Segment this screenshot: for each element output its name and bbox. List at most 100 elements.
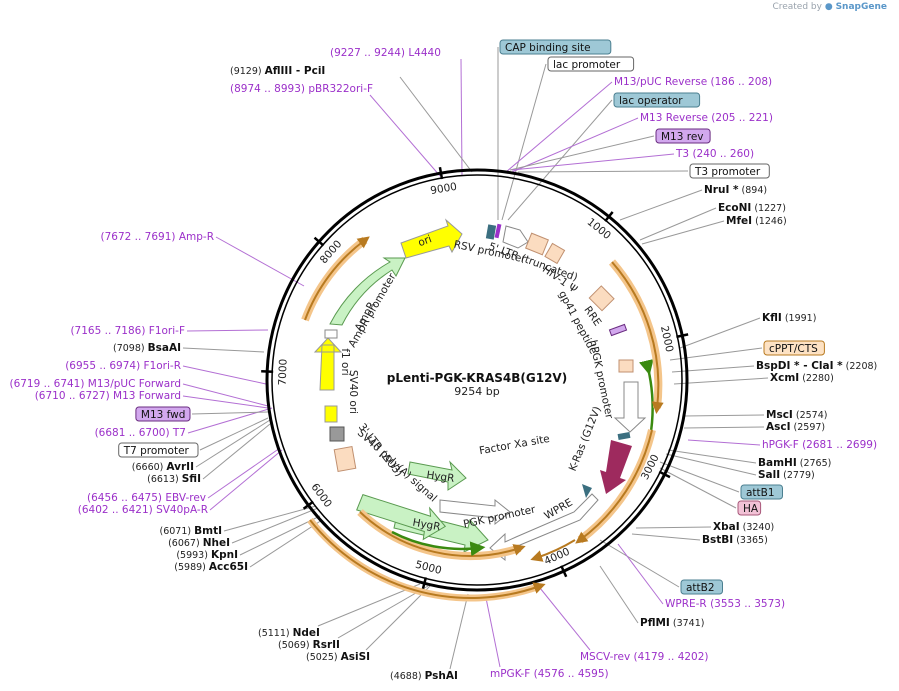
feature-attb1-icon	[617, 432, 631, 440]
primer-label: (7672 .. 7691) Amp-R	[101, 231, 215, 243]
leader-line	[511, 153, 675, 171]
feature-box-label: T3 promoter	[694, 166, 761, 178]
feature-pgk-promoter-icon	[439, 498, 511, 526]
leader-line	[337, 585, 429, 639]
feature-sv40ori-icon	[324, 405, 338, 423]
feature-box-label: lac promoter	[553, 59, 621, 71]
leader-line	[239, 515, 321, 556]
leader-line	[182, 365, 267, 385]
ring-tick-mark	[560, 565, 568, 578]
feature-ori-icon	[400, 218, 463, 259]
leader-line	[641, 220, 725, 245]
feature-m13rev-icon	[494, 223, 502, 239]
leader-line	[485, 597, 501, 668]
ring-tick-mark	[313, 236, 325, 247]
site-label: (6071) BmtI	[160, 525, 222, 537]
leader-line	[207, 447, 281, 499]
leader-line	[671, 365, 755, 373]
feature-box-label: cPPT/CTS	[769, 343, 818, 355]
leader-line	[215, 236, 305, 287]
leader-line	[505, 81, 613, 173]
ring-tick-mark	[676, 333, 689, 339]
credit-brand: SnapGene	[835, 2, 887, 12]
feature-box	[655, 128, 711, 144]
feature-box	[135, 406, 191, 422]
feature-box	[547, 56, 635, 72]
leader-line	[317, 583, 421, 627]
leader-line	[673, 377, 769, 385]
feature-box	[118, 442, 199, 458]
annotation-labels: (9227 .. 9244) L4440 (9129) AflIII - PciI…	[9, 39, 877, 682]
feature-label: HygR	[412, 517, 442, 534]
leader-line	[191, 411, 269, 415]
ring-tick-mark	[302, 500, 314, 510]
primer-label: (6710 .. 6727) M13 Forward	[35, 390, 181, 402]
primer-label: T3 (240 .. 260)	[675, 148, 754, 160]
feature-hiv-psi-icon	[544, 242, 566, 265]
leader-line	[599, 565, 639, 624]
site-label: (5025) AsiSI	[306, 651, 370, 663]
plasmid-size: 9254 bp	[454, 385, 499, 398]
feature-wpre-icon	[489, 493, 599, 562]
site-label: EcoNI (1227)	[718, 202, 786, 214]
leader-line	[369, 94, 441, 177]
primer-label: (8974 .. 8993) pBR322ori-F	[230, 83, 373, 95]
site-label: (5111) NdeI	[258, 627, 320, 639]
feature-box	[689, 163, 770, 179]
leader-line	[209, 449, 283, 511]
feature-box-label: T7 promoter	[123, 445, 190, 457]
leader-line	[182, 395, 269, 409]
leader-line	[599, 539, 680, 588]
leader-line	[507, 99, 613, 221]
feature-box	[763, 340, 825, 356]
leader-line	[679, 317, 761, 349]
site-label: MfeI (1246)	[726, 215, 787, 227]
leader-line	[365, 585, 431, 651]
primer-label: (6456 .. 6475) EBV-rev	[87, 492, 206, 504]
feature-ampr-promoter-icon	[324, 329, 338, 339]
site-label: BamHI (2765)	[758, 457, 831, 469]
ring-tick-mark	[604, 211, 614, 223]
primer-label: mPGK-F (4576 .. 4595)	[490, 668, 609, 680]
leader-line	[460, 58, 463, 177]
feature-box-label: HA	[743, 503, 759, 515]
primer-label: (6402 .. 6421) SV40pA-R	[78, 504, 208, 516]
orf-bottom-line	[359, 511, 526, 557]
backbone-inner-ring	[271, 174, 683, 586]
site-label: MscI (2574)	[766, 409, 827, 421]
orf-left-line	[304, 236, 370, 321]
feature-label: K-Ras (G12V)	[567, 405, 604, 473]
site-label: (5993) KpnI	[176, 549, 238, 561]
leader-line	[501, 63, 547, 221]
leader-line	[249, 519, 323, 568]
leader-line	[683, 426, 765, 429]
feature-kras-icon	[600, 440, 632, 494]
site-label: (9129) AflIII - PciI	[230, 65, 325, 77]
feature-gp41-icon	[608, 323, 628, 337]
leader-line	[667, 449, 757, 464]
primer-label: (9227 .. 9244) L4440	[330, 47, 441, 59]
feature-hygr-small-icon	[407, 460, 467, 491]
feature-ltr3-icon	[333, 446, 357, 472]
feature-label: SV40 ori	[347, 370, 359, 414]
leader-line	[511, 117, 639, 173]
snapgene-logo-icon: ●	[824, 2, 833, 12]
leader-line	[199, 417, 269, 451]
ring-tick-label: 5000	[414, 559, 443, 577]
primer-label: hPGK-F (2681 .. 2699)	[762, 439, 877, 451]
feature-box-label: attB2	[686, 582, 715, 594]
ring-tick-label: 6000	[308, 481, 334, 510]
site-label: (7098) BsaAI	[113, 342, 181, 354]
feature-green-arrow-right	[638, 358, 654, 439]
primer-label: (7165 .. 7186) F1ori-F	[70, 325, 185, 337]
leader-line	[539, 587, 591, 651]
ring-tick-label: 2000	[658, 325, 675, 354]
leader-line	[659, 467, 737, 509]
site-label: SalI (2779)	[758, 469, 815, 481]
primer-label: MSCV-rev (4179 .. 4202)	[580, 651, 709, 663]
site-label: NruI * (894)	[704, 184, 767, 196]
ring-tick-label: 7000	[277, 359, 290, 386]
leader-line	[186, 329, 269, 332]
feature-label: Factor Xa site	[478, 433, 550, 457]
